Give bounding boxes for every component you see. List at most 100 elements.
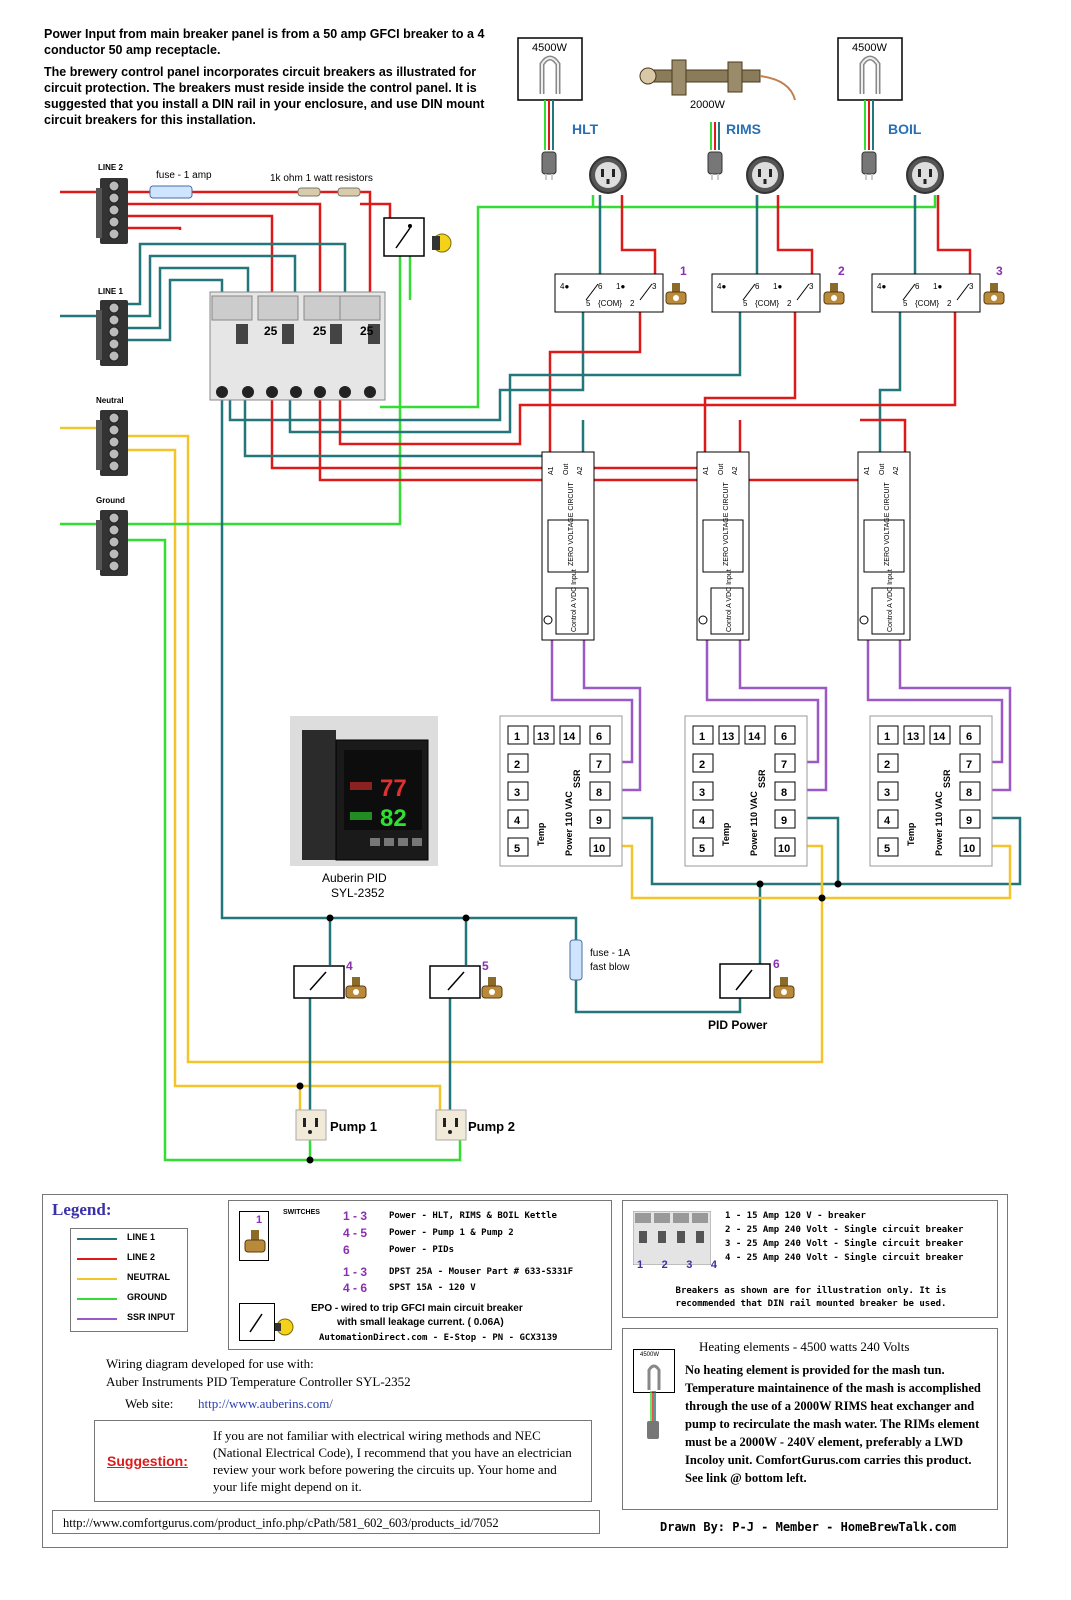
resistors: 1k ohm 1 watt resistors [270, 173, 373, 197]
svg-text:LINE 1: LINE 1 [98, 287, 123, 296]
svg-text:14: 14 [933, 731, 946, 743]
svg-text:A2: A2 [732, 466, 739, 475]
legend-line2: LINE 2 [71, 1249, 187, 1269]
spst-switch-5: 5 [429, 959, 503, 999]
svg-text:Pump 2: Pump 2 [468, 1119, 515, 1134]
svg-text:6: 6 [915, 282, 920, 291]
fuse-1amp: fuse - 1 amp [149, 170, 212, 199]
epo-switch [383, 217, 452, 257]
legend-title: Legend: [52, 1200, 112, 1219]
svg-text:{COM}: {COM} [755, 299, 779, 308]
svg-text:A1: A1 [548, 466, 555, 475]
svg-text:9: 9 [596, 815, 602, 827]
product-url[interactable]: http://www.comfortgurus.com/product_info… [52, 1510, 600, 1534]
svg-text:7: 7 [781, 759, 787, 771]
svg-text:4: 4 [346, 959, 353, 973]
website-link[interactable]: http://www.auberins.com/ [198, 1396, 333, 1411]
svg-text:6: 6 [966, 731, 972, 743]
svg-text:3: 3 [809, 282, 814, 291]
breaker-panel: 25 25 25 [209, 291, 386, 401]
dpst-switch-3: 4●6 1●3 5{COM}2 3 [871, 264, 1005, 313]
heater-sample-icon: 4500W [633, 1349, 675, 1393]
svg-text:4●: 4● [717, 282, 726, 291]
drawn-by: Drawn By: P-J - Member - HomeBrewTalk.co… [660, 1520, 957, 1534]
svg-text:LINE 2: LINE 2 [98, 163, 123, 172]
epo-sample-box [239, 1303, 275, 1341]
svg-text:4●: 4● [877, 282, 886, 291]
svg-text:Out: Out [879, 464, 886, 475]
svg-text:2: 2 [630, 299, 635, 308]
svg-text:77: 77 [380, 775, 407, 802]
svg-text:fast blow: fast blow [590, 962, 630, 973]
breaker-note: Breakers as shown are for illustration o… [675, 1286, 947, 1309]
svg-text:2: 2 [947, 299, 952, 308]
svg-text:1●: 1● [773, 282, 782, 291]
rims-label: RIMS [726, 121, 761, 137]
ssr-2: A1 Out A2 ZERO VOLTAGE CIRCUIT Control A… [696, 451, 750, 641]
svg-text:Power 110 VAC: Power 110 VAC [564, 791, 574, 856]
ground-terminal: Ground [95, 496, 129, 577]
svg-text:fuse - 1 amp: fuse - 1 amp [156, 170, 212, 181]
legend-ground: GROUND [71, 1289, 187, 1309]
line1-terminal: LINE 1 [95, 287, 129, 367]
intro-paragraph-2: The brewery control panel incorporates c… [44, 65, 485, 127]
rims-heater: 2000W [639, 59, 796, 181]
svg-text:2: 2 [699, 759, 705, 771]
spst-switch-4: 4 [293, 959, 367, 999]
svg-text:6: 6 [596, 731, 602, 743]
svg-text:14: 14 [748, 731, 761, 743]
svg-text:4: 4 [884, 815, 891, 827]
svg-text:Temp: Temp [721, 822, 731, 846]
svg-text:SSR: SSR [942, 769, 952, 788]
dpst-switch-2: 4●6 1●3 5{COM}2 2 [711, 264, 845, 313]
svg-text:Power 110 VAC: Power 110 VAC [749, 791, 759, 856]
svg-text:5: 5 [586, 299, 591, 308]
svg-text:Control A VDC Input: Control A VDC Input [571, 569, 578, 632]
hlt-watt-label: 4500W [532, 42, 567, 54]
svg-text:13: 13 [537, 731, 549, 743]
line2-swatch [77, 1258, 117, 1260]
wiring-credit-line1: Wiring diagram developed for use with: [106, 1356, 314, 1371]
ssr-3: A1 Out A2 ZERO VOLTAGE CIRCUIT Control A… [857, 451, 911, 641]
fuse-1a-fast-blow: fuse - 1A fast blow [569, 939, 630, 981]
switch-sample-box: 1 [239, 1211, 269, 1261]
svg-text:Pump 1: Pump 1 [330, 1119, 377, 1134]
hlt-receptacle [589, 156, 627, 194]
toggle-switch-icon [244, 1230, 266, 1253]
svg-text:1: 1 [699, 731, 705, 743]
svg-text:1: 1 [514, 731, 520, 743]
svg-text:3: 3 [514, 787, 520, 799]
legend-line1: LINE 1 [71, 1229, 187, 1249]
svg-text:3: 3 [652, 282, 657, 291]
legend-ssr-input: SSR INPUT [71, 1309, 187, 1329]
boil-label: BOIL [888, 121, 922, 137]
svg-text:14: 14 [563, 731, 576, 743]
svg-text:{COM}: {COM} [598, 299, 622, 308]
intro-text: Power Input from main breaker panel is f… [44, 26, 504, 134]
svg-text:9: 9 [966, 815, 972, 827]
svg-text:1k ohm 1 watt resistors: 1k ohm 1 watt resistors [270, 173, 373, 184]
ssr-swatch [77, 1318, 117, 1320]
switches-legend: 1 SWITCHES 1 - 3 Power - HLT, RIMS & BOI… [228, 1200, 612, 1350]
svg-text:8: 8 [966, 787, 972, 799]
svg-text:3: 3 [884, 787, 890, 799]
boil-receptacle [906, 156, 944, 194]
legend-neutral: NEUTRAL [71, 1269, 187, 1289]
svg-text:Power 110 VAC: Power 110 VAC [934, 791, 944, 856]
wires [60, 190, 1022, 1162]
svg-text:8: 8 [596, 787, 602, 799]
svg-text:82: 82 [380, 805, 407, 832]
svg-text:5: 5 [884, 843, 890, 855]
svg-text:2: 2 [838, 264, 845, 278]
hlt-label: HLT [572, 121, 599, 137]
neutral-terminal: Neutral [95, 396, 129, 477]
rims-receptacle [746, 156, 784, 194]
svg-text:25: 25 [264, 324, 278, 338]
heating-elements-legend: Heating elements - 4500 watts 240 Volts … [622, 1328, 998, 1510]
svg-text:Ground: Ground [96, 496, 125, 505]
svg-text:1●: 1● [933, 282, 942, 291]
boil-watt-label: 4500W [852, 42, 887, 54]
heater-plug-icon [647, 1391, 659, 1439]
